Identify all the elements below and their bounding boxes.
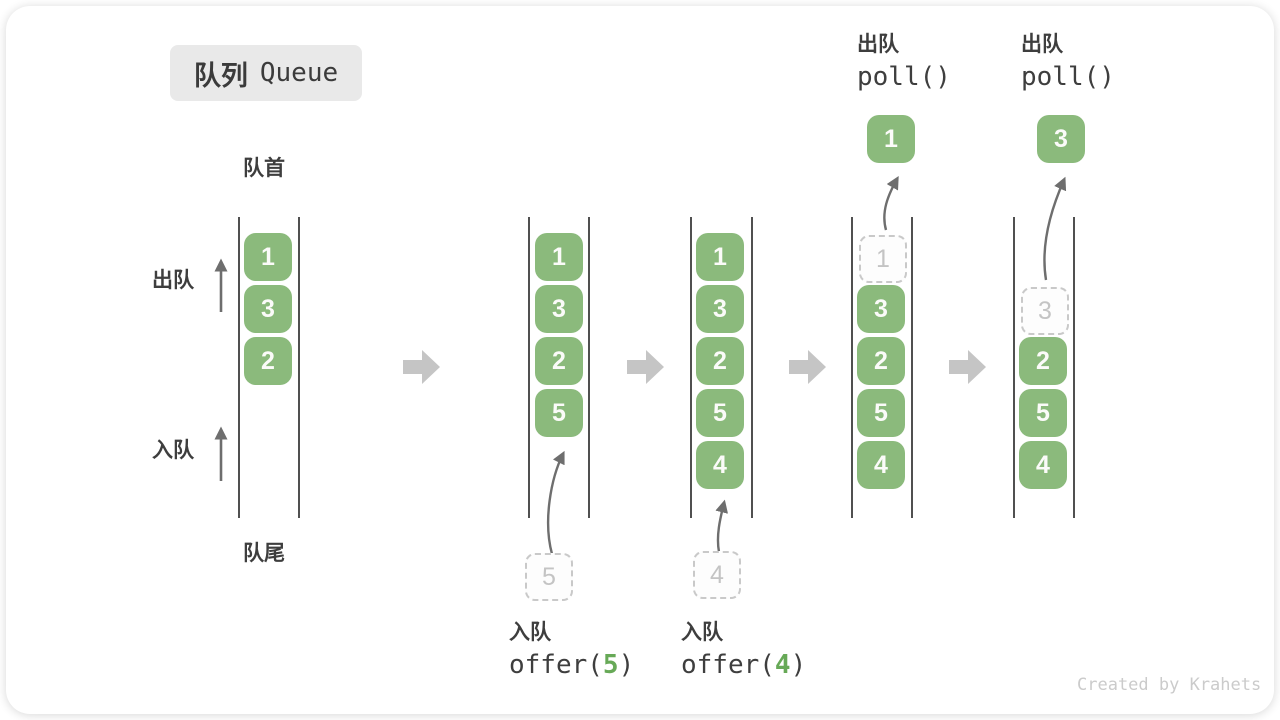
queue-wall bbox=[298, 217, 300, 518]
operation-offer5: 入队 offer(5) bbox=[509, 618, 634, 682]
queue-item: 3 bbox=[696, 285, 744, 333]
operation-poll1-label: 出队 bbox=[857, 33, 899, 56]
operation-offer4: 入队 offer(4) bbox=[681, 618, 806, 682]
queue-item: 2 bbox=[535, 337, 583, 385]
label-enqueue: 入队 bbox=[152, 439, 194, 462]
queue-wall bbox=[911, 217, 913, 518]
queue-item: 3 bbox=[535, 285, 583, 333]
operation-poll1: 出队 poll() bbox=[857, 30, 951, 94]
label-front: 队首 bbox=[243, 157, 285, 180]
queue-item: 4 bbox=[857, 441, 905, 489]
offer5-arg: 5 bbox=[602, 650, 619, 680]
diagram-card: 队列 Queue 队首 队尾 出队 入队 1 3 2 1 3 2 5 5 1 3… bbox=[6, 6, 1274, 714]
transition-arrow-icon bbox=[949, 350, 986, 384]
queue-wall bbox=[1073, 217, 1075, 518]
queue-item: 5 bbox=[535, 389, 583, 437]
offer4-arg: 4 bbox=[774, 650, 791, 680]
queue-item: 3 bbox=[244, 285, 292, 333]
label-dequeue: 出队 bbox=[152, 269, 194, 292]
queue-item: 4 bbox=[696, 441, 744, 489]
polled-item: 1 bbox=[867, 115, 915, 163]
queue-item: 2 bbox=[244, 337, 292, 385]
title-zh: 队列 bbox=[193, 60, 248, 91]
enqueue-path-arrow-icon bbox=[715, 499, 729, 553]
title-en: Queue bbox=[259, 58, 339, 88]
pending-item: 5 bbox=[525, 553, 573, 601]
operation-poll1-code: poll() bbox=[857, 62, 951, 92]
operation-poll2-code: poll() bbox=[1021, 62, 1115, 92]
queue-item: 1 bbox=[535, 233, 583, 281]
transition-arrow-icon bbox=[789, 350, 826, 384]
queue-wall bbox=[588, 217, 590, 518]
operation-offer5-code: offer(5) bbox=[509, 650, 635, 680]
queue-item: 5 bbox=[1019, 389, 1067, 437]
queue-wall bbox=[238, 217, 240, 518]
dequeue-path-arrow-icon bbox=[883, 175, 899, 231]
operation-offer5-label: 入队 bbox=[509, 621, 551, 644]
operation-offer4-label: 入队 bbox=[681, 621, 723, 644]
queue-item: 2 bbox=[1019, 337, 1067, 385]
queue-item: 4 bbox=[1019, 441, 1067, 489]
arrows-overlay bbox=[214, 175, 1067, 555]
queue-wall bbox=[851, 217, 853, 518]
queue-wall bbox=[690, 217, 692, 518]
pending-item: 4 bbox=[693, 551, 741, 599]
queue-item: 3 bbox=[857, 285, 905, 333]
queue-item: 2 bbox=[857, 337, 905, 385]
queue-wall bbox=[528, 217, 530, 518]
enqueue-path-arrow-icon bbox=[546, 450, 565, 555]
operation-offer4-code: offer(4) bbox=[681, 650, 807, 680]
queue-item: 2 bbox=[696, 337, 744, 385]
polled-item: 3 bbox=[1037, 115, 1085, 163]
watermark: Created by Krahets bbox=[1077, 675, 1262, 695]
dequeue-path-arrow-icon bbox=[1043, 176, 1067, 281]
queue-item: 5 bbox=[696, 389, 744, 437]
queue-wall bbox=[751, 217, 753, 518]
title-badge: 队列 Queue bbox=[170, 45, 362, 101]
removed-item: 3 bbox=[1021, 287, 1069, 335]
label-rear: 队尾 bbox=[243, 542, 285, 565]
queue-item: 1 bbox=[244, 233, 292, 281]
operation-poll2-label: 出队 bbox=[1021, 33, 1063, 56]
transition-arrow-icon bbox=[627, 350, 664, 384]
removed-item: 1 bbox=[859, 235, 907, 283]
queue-item: 5 bbox=[857, 389, 905, 437]
transition-arrow-icon bbox=[403, 350, 440, 384]
queue-wall bbox=[1013, 217, 1015, 518]
queue-item: 1 bbox=[696, 233, 744, 281]
operation-poll2: 出队 poll() bbox=[1021, 30, 1115, 94]
